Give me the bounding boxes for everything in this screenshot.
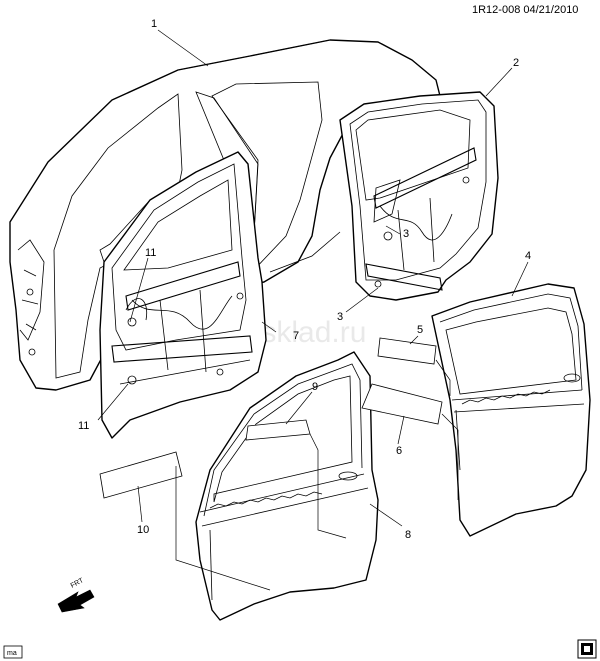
rear-door-inner-panel — [339, 91, 499, 301]
corner-tag: ma — [3, 645, 23, 659]
callout-5: 5 — [417, 324, 423, 336]
front-orientation-arrow: FRT — [57, 577, 95, 613]
manufacturer-logo-icon — [577, 639, 597, 659]
corner-tag-text: ma — [7, 650, 17, 657]
callout-10: 10 — [137, 524, 149, 536]
front-door-inner-panel — [99, 151, 267, 439]
rear-door-outer-panel — [431, 283, 591, 537]
leader-lines — [97, 29, 529, 591]
callout-4: 4 — [525, 250, 531, 262]
callout-3-lower: 3 — [337, 311, 343, 323]
callout-9: 9 — [312, 381, 318, 393]
decal-part-10 — [99, 451, 183, 499]
callout-3-upper: 3 — [403, 228, 409, 240]
decal-part-5 — [377, 337, 437, 365]
front-door-outer-panel — [195, 351, 379, 621]
callout-1: 1 — [151, 18, 157, 30]
callout-11-lower: 11 — [78, 420, 89, 432]
frt-label: FRT — [70, 577, 86, 590]
callout-6: 6 — [396, 445, 402, 457]
callout-7: 7 — [293, 330, 299, 342]
callout-labels: 1 2 3 3 4 5 6 7 8 9 10 11 11 — [78, 18, 531, 541]
callout-11-upper: 11 — [145, 247, 156, 259]
callout-2: 2 — [513, 57, 519, 69]
diagram-code: 1R12-008 04/21/2010 — [472, 4, 578, 16]
callout-8: 8 — [405, 529, 411, 541]
decal-part-6 — [361, 383, 443, 425]
